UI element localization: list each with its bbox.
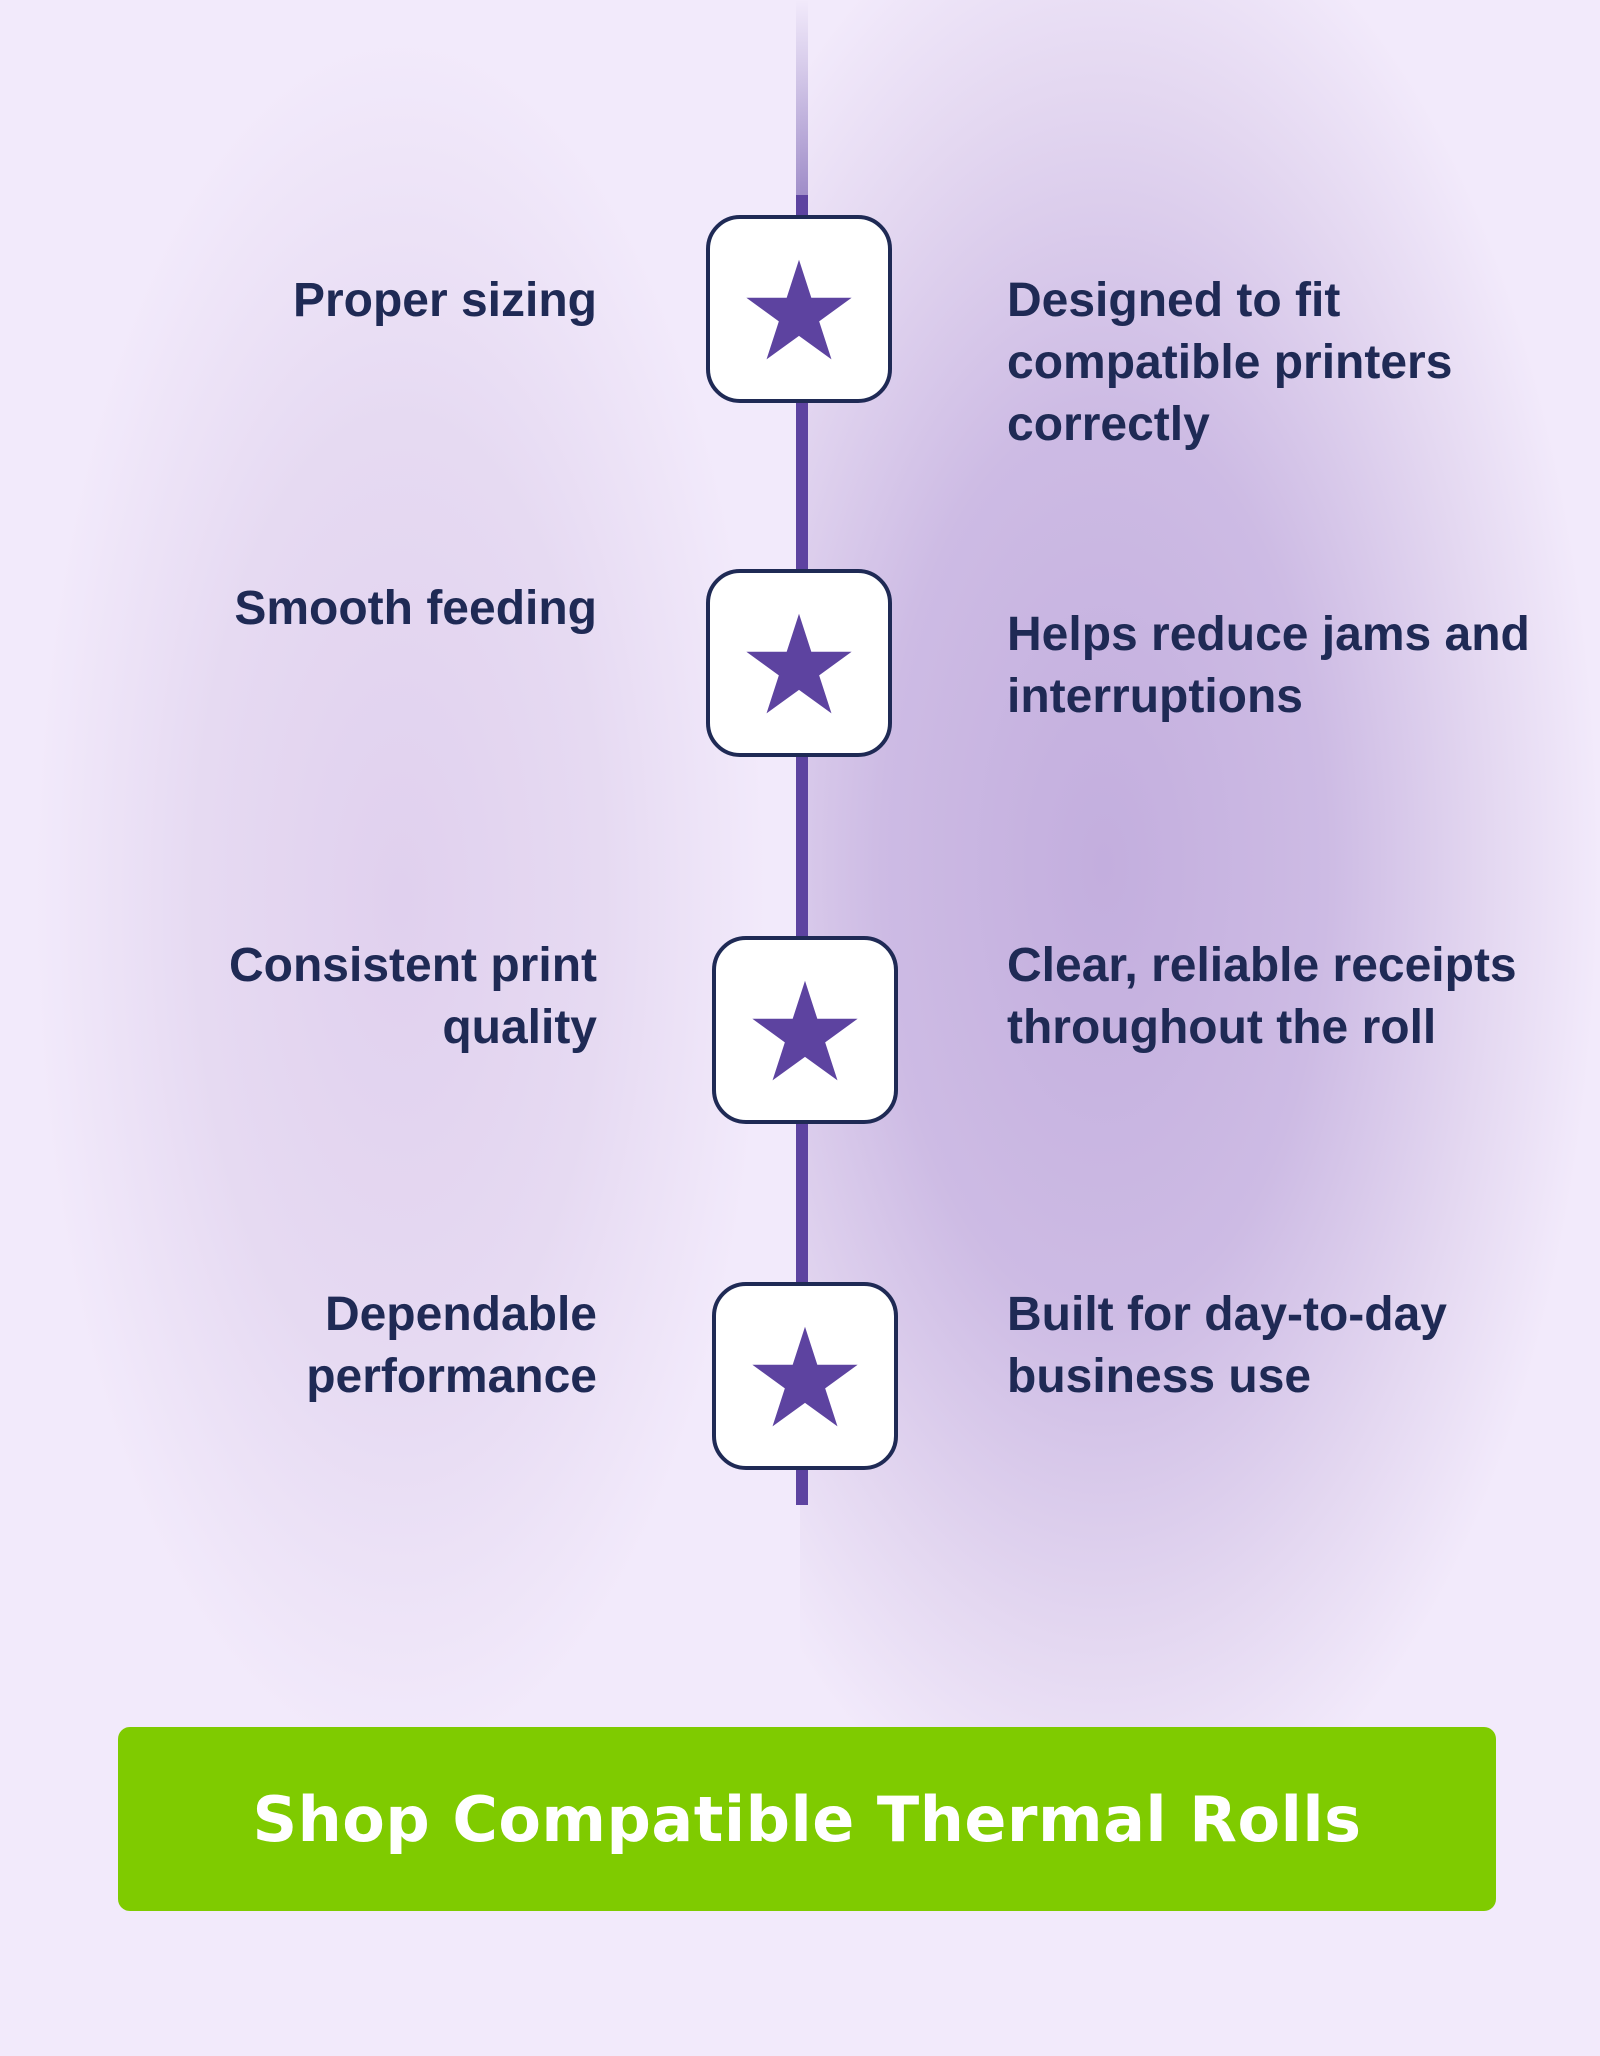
feature-label: Smooth feeding bbox=[234, 582, 597, 635]
left-background-panel bbox=[0, 0, 800, 1730]
right-background-panel bbox=[800, 0, 1600, 1730]
shop-compatible-thermal-rolls-button[interactable]: Shop Compatible Thermal Rolls bbox=[118, 1727, 1496, 1911]
star-icon bbox=[752, 980, 858, 1081]
feature-badge bbox=[706, 569, 892, 757]
star-icon bbox=[752, 1326, 858, 1427]
feature-label: Dependable performance bbox=[306, 1288, 597, 1403]
star-icon bbox=[746, 259, 852, 360]
timeline-line-fade bbox=[796, 0, 808, 200]
feature-description: Clear, reliable receipts throughout the … bbox=[1007, 939, 1517, 1054]
feature-badge bbox=[712, 1282, 898, 1470]
timeline-line bbox=[796, 195, 808, 1505]
feature-badge bbox=[712, 936, 898, 1124]
feature-description: Designed to fit compatible printers corr… bbox=[1007, 274, 1453, 451]
feature-description: Built for day-to-day business use bbox=[1007, 1288, 1447, 1403]
feature-description: Helps reduce jams and interruptions bbox=[1007, 608, 1530, 723]
feature-label: Proper sizing bbox=[292, 274, 597, 327]
feature-label: Consistent print quality bbox=[229, 939, 597, 1054]
star-icon bbox=[746, 613, 852, 714]
feature-badge bbox=[706, 215, 892, 403]
